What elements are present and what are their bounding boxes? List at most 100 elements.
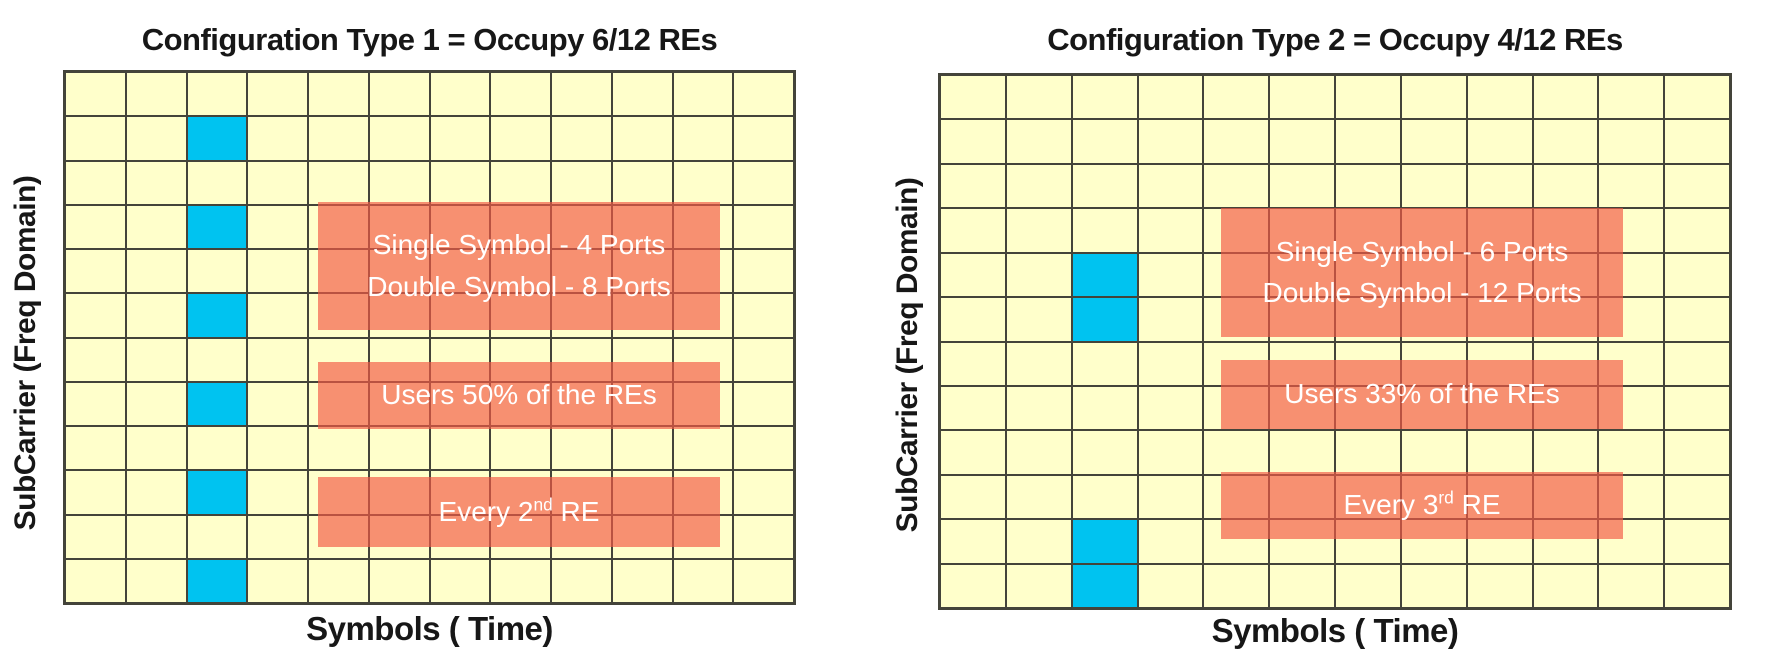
- re-cell: [1400, 163, 1467, 209]
- re-cell: [1137, 297, 1204, 342]
- re-cell: [1203, 163, 1270, 209]
- re-cell: [247, 72, 308, 117]
- re-cell: [672, 116, 734, 161]
- re-cell: [125, 337, 187, 382]
- re-cell: [1400, 563, 1467, 608]
- x-axis-label-type1: Symbols ( Time): [306, 610, 553, 647]
- re-cell: [247, 337, 308, 382]
- re-cell: [1137, 474, 1204, 520]
- re-cell: [1466, 75, 1533, 120]
- re-cell: [186, 72, 248, 117]
- re-cell: [940, 252, 1006, 298]
- annotation-line: Every 2nd RE: [438, 494, 600, 527]
- re-cell: [551, 558, 612, 603]
- re-cell: [1664, 208, 1730, 253]
- re-cell: [1071, 119, 1138, 164]
- re-cell: [611, 558, 673, 603]
- re-cell-occupied: [186, 381, 248, 426]
- annotation-line: Double Symbol - 8 Ports: [367, 270, 671, 302]
- re-cell: [940, 75, 1006, 120]
- re-cell-occupied: [186, 293, 248, 338]
- re-cell: [125, 116, 187, 161]
- re-cell: [733, 514, 794, 559]
- re-cell: [65, 470, 126, 515]
- re-cell: [1532, 119, 1599, 164]
- re-cell: [940, 430, 1006, 475]
- re-cell: [551, 72, 612, 117]
- re-cell: [1005, 563, 1072, 608]
- re-cell: [429, 558, 491, 603]
- re-cell: [733, 558, 794, 603]
- re-cell: [368, 426, 430, 471]
- re-cell: [125, 72, 187, 117]
- annotation-usage-type2: Users 33% of the REs: [1221, 360, 1623, 429]
- re-cell: [65, 514, 126, 559]
- re-cell: [1269, 563, 1335, 608]
- re-cell: [1005, 519, 1072, 564]
- re-cell: [1400, 430, 1467, 475]
- annotation-line: Single Symbol - 6 Ports: [1275, 235, 1569, 267]
- re-cell: [1664, 385, 1730, 431]
- re-cell: [940, 208, 1006, 253]
- re-cell: [940, 297, 1006, 342]
- re-cell: [611, 426, 673, 471]
- re-cell: [1071, 341, 1138, 386]
- re-cell: [247, 514, 308, 559]
- re-cell-occupied: [1071, 297, 1138, 342]
- re-cell: [733, 72, 794, 117]
- re-cell: [940, 474, 1006, 520]
- re-cell: [733, 293, 794, 338]
- re-cell: [125, 293, 187, 338]
- re-cell: [247, 116, 308, 161]
- re-cell: [1664, 341, 1730, 386]
- re-cell: [65, 204, 126, 249]
- re-cell: [1466, 563, 1533, 608]
- re-cell: [1071, 430, 1138, 475]
- re-cell: [611, 160, 673, 205]
- re-cell: [1335, 430, 1401, 475]
- re-cell: [1071, 75, 1138, 120]
- re-cell: [490, 72, 551, 117]
- re-cell: [672, 558, 734, 603]
- annotation-spacing-type2: Every 3rd RE: [1221, 472, 1623, 539]
- re-cell: [247, 160, 308, 205]
- re-cell: [125, 249, 187, 294]
- re-cell-occupied: [186, 204, 248, 249]
- annotation-line: Users 33% of the REs: [1284, 378, 1560, 410]
- re-cell: [733, 204, 794, 249]
- re-cell: [672, 160, 734, 205]
- re-cell: [1137, 341, 1204, 386]
- annotation-line: Single Symbol - 4 Ports: [372, 229, 666, 261]
- re-cell: [940, 163, 1006, 209]
- re-cell: [429, 72, 491, 117]
- re-cell: [125, 514, 187, 559]
- re-cell-occupied: [1071, 519, 1138, 564]
- re-cell: [429, 116, 491, 161]
- re-cell: [1071, 385, 1138, 431]
- re-cell: [1005, 385, 1072, 431]
- re-cell: [247, 293, 308, 338]
- panel-title-type2: Configuration Type 2 = Occupy 4/12 REs: [1047, 22, 1623, 57]
- re-cell: [1269, 119, 1335, 164]
- re-cell: [1532, 430, 1599, 475]
- annotation-line: Double Symbol - 12 Ports: [1262, 277, 1582, 308]
- re-cell: [368, 558, 430, 603]
- re-cell: [368, 160, 430, 205]
- re-cell: [308, 72, 369, 117]
- re-cell: [611, 116, 673, 161]
- re-cell: [940, 519, 1006, 564]
- re-cell: [1466, 430, 1533, 475]
- re-cell: [1664, 474, 1730, 520]
- re-cell: [1005, 208, 1072, 253]
- re-cell: [247, 470, 308, 515]
- re-cell: [1137, 430, 1204, 475]
- re-cell: [1137, 252, 1204, 298]
- re-cell: [1466, 119, 1533, 164]
- re-cell: [733, 160, 794, 205]
- re-cell-occupied: [1071, 252, 1138, 298]
- re-cell: [125, 381, 187, 426]
- re-cell: [125, 470, 187, 515]
- re-cell: [940, 341, 1006, 386]
- re-cell: [940, 385, 1006, 431]
- re-cell: [1532, 75, 1599, 120]
